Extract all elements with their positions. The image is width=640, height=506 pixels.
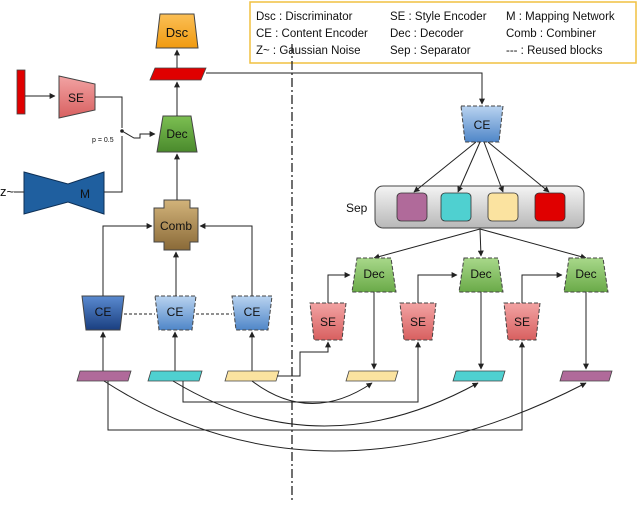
decoder-label-3: Dec bbox=[575, 267, 596, 281]
discriminator-block: Dsc bbox=[155, 13, 199, 49]
legend-dsc: Dsc : Discriminator bbox=[256, 11, 353, 23]
combiner-block: Comb bbox=[153, 199, 199, 251]
sep-slot-purple bbox=[396, 192, 428, 222]
mapping-label: M bbox=[80, 187, 90, 201]
discriminator-label: Dsc bbox=[166, 25, 189, 40]
switch-to-dec bbox=[121, 130, 156, 139]
content-encoder-right: CE bbox=[460, 105, 504, 143]
ce-to-sep-3 bbox=[483, 141, 504, 193]
ce3-to-comb bbox=[199, 223, 253, 296]
se2-to-dec2 bbox=[417, 272, 458, 303]
purple-to-se3 bbox=[107, 341, 525, 431]
mapping-to-switch bbox=[104, 136, 123, 193]
feature-yellow-left bbox=[224, 370, 280, 382]
sep-to-dec-2 bbox=[477, 228, 484, 257]
style-encoder-label-left: SE bbox=[68, 91, 84, 105]
legend-ce: CE : Content Encoder bbox=[256, 28, 368, 40]
cyan-to-se2 bbox=[182, 341, 421, 403]
output-feature bbox=[149, 67, 207, 81]
legend-noise: Z~ : Gaussian Noise bbox=[256, 45, 361, 57]
decoder-label-main: Dec bbox=[166, 127, 187, 141]
mapping-network: M bbox=[23, 171, 105, 215]
decoder-block-main: Dec bbox=[156, 115, 198, 153]
ce1-to-comb bbox=[102, 223, 153, 296]
feature-cyan-left bbox=[147, 370, 203, 382]
style-encoder-label-r3: SE bbox=[514, 315, 530, 329]
legend-mapping: M : Mapping Network bbox=[506, 11, 615, 23]
sep-to-dec-1 bbox=[373, 228, 481, 260]
sep-slot-cyan bbox=[440, 192, 472, 222]
sep-slot-yellow bbox=[487, 192, 519, 222]
feature-purple-left bbox=[76, 370, 132, 382]
legend-dec: Dec : Decoder bbox=[390, 28, 464, 40]
probability-label: p = 0.5 bbox=[92, 137, 114, 144]
curve-cyan-compare bbox=[172, 380, 479, 427]
style-encoder-label-r1: SE bbox=[320, 315, 336, 329]
legend-reused: --- : Reused blocks bbox=[506, 45, 603, 57]
separator-label: Sep bbox=[346, 201, 368, 215]
ce-to-sep-4 bbox=[487, 141, 550, 193]
feature-yellow-right bbox=[345, 370, 399, 382]
decoder-label-1: Dec bbox=[363, 267, 384, 281]
legend-border bbox=[249, 1, 637, 64]
se-to-switch bbox=[95, 96, 123, 128]
feature-cyan-right bbox=[452, 370, 506, 382]
content-encoder-label-1: CE bbox=[95, 305, 112, 319]
content-encoder-label-3: CE bbox=[244, 305, 261, 319]
ce-to-sep-1 bbox=[413, 141, 477, 193]
feature-purple-right bbox=[559, 370, 613, 382]
noise-label: z~ bbox=[0, 184, 15, 199]
ce-to-sep-2 bbox=[457, 141, 481, 193]
sep-slot-red bbox=[534, 192, 566, 222]
style-encoder-left: SE bbox=[58, 75, 96, 119]
se3-to-dec3 bbox=[521, 272, 563, 303]
legend-se: SE : Style Encoder bbox=[390, 11, 487, 23]
content-encoder-3: CE bbox=[231, 295, 273, 331]
legend: Dsc : Discriminator SE : Style Encoder M… bbox=[249, 1, 637, 64]
legend-comb: Comb : Combiner bbox=[506, 28, 596, 40]
se1-to-dec1 bbox=[327, 272, 351, 303]
output-to-ce-right bbox=[206, 72, 485, 105]
style-encoder-right-3: SE bbox=[503, 302, 541, 341]
content-encoder-label-2: CE bbox=[167, 305, 184, 319]
style-encoder-label-r2: SE bbox=[410, 315, 426, 329]
style-input-feature bbox=[16, 69, 26, 115]
combiner-label: Comb bbox=[160, 219, 192, 233]
curve-yellow-compare bbox=[251, 380, 373, 404]
yellow-to-se1 bbox=[277, 341, 331, 377]
sep-to-dec-3 bbox=[479, 228, 587, 260]
decoder-label-2: Dec bbox=[470, 267, 491, 281]
content-encoder-label-right: CE bbox=[474, 118, 491, 132]
decoder-block-1: Dec bbox=[351, 257, 397, 293]
decoder-block-3: Dec bbox=[563, 257, 609, 293]
legend-sep: Sep : Separator bbox=[390, 45, 471, 57]
decoder-block-2: Dec bbox=[458, 257, 504, 293]
curve-purple-compare bbox=[103, 380, 587, 452]
content-encoder-2: CE bbox=[154, 295, 197, 331]
style-encoder-right-1: SE bbox=[309, 302, 347, 341]
style-encoder-right-2: SE bbox=[399, 302, 437, 341]
content-encoder-1: CE bbox=[81, 295, 125, 331]
